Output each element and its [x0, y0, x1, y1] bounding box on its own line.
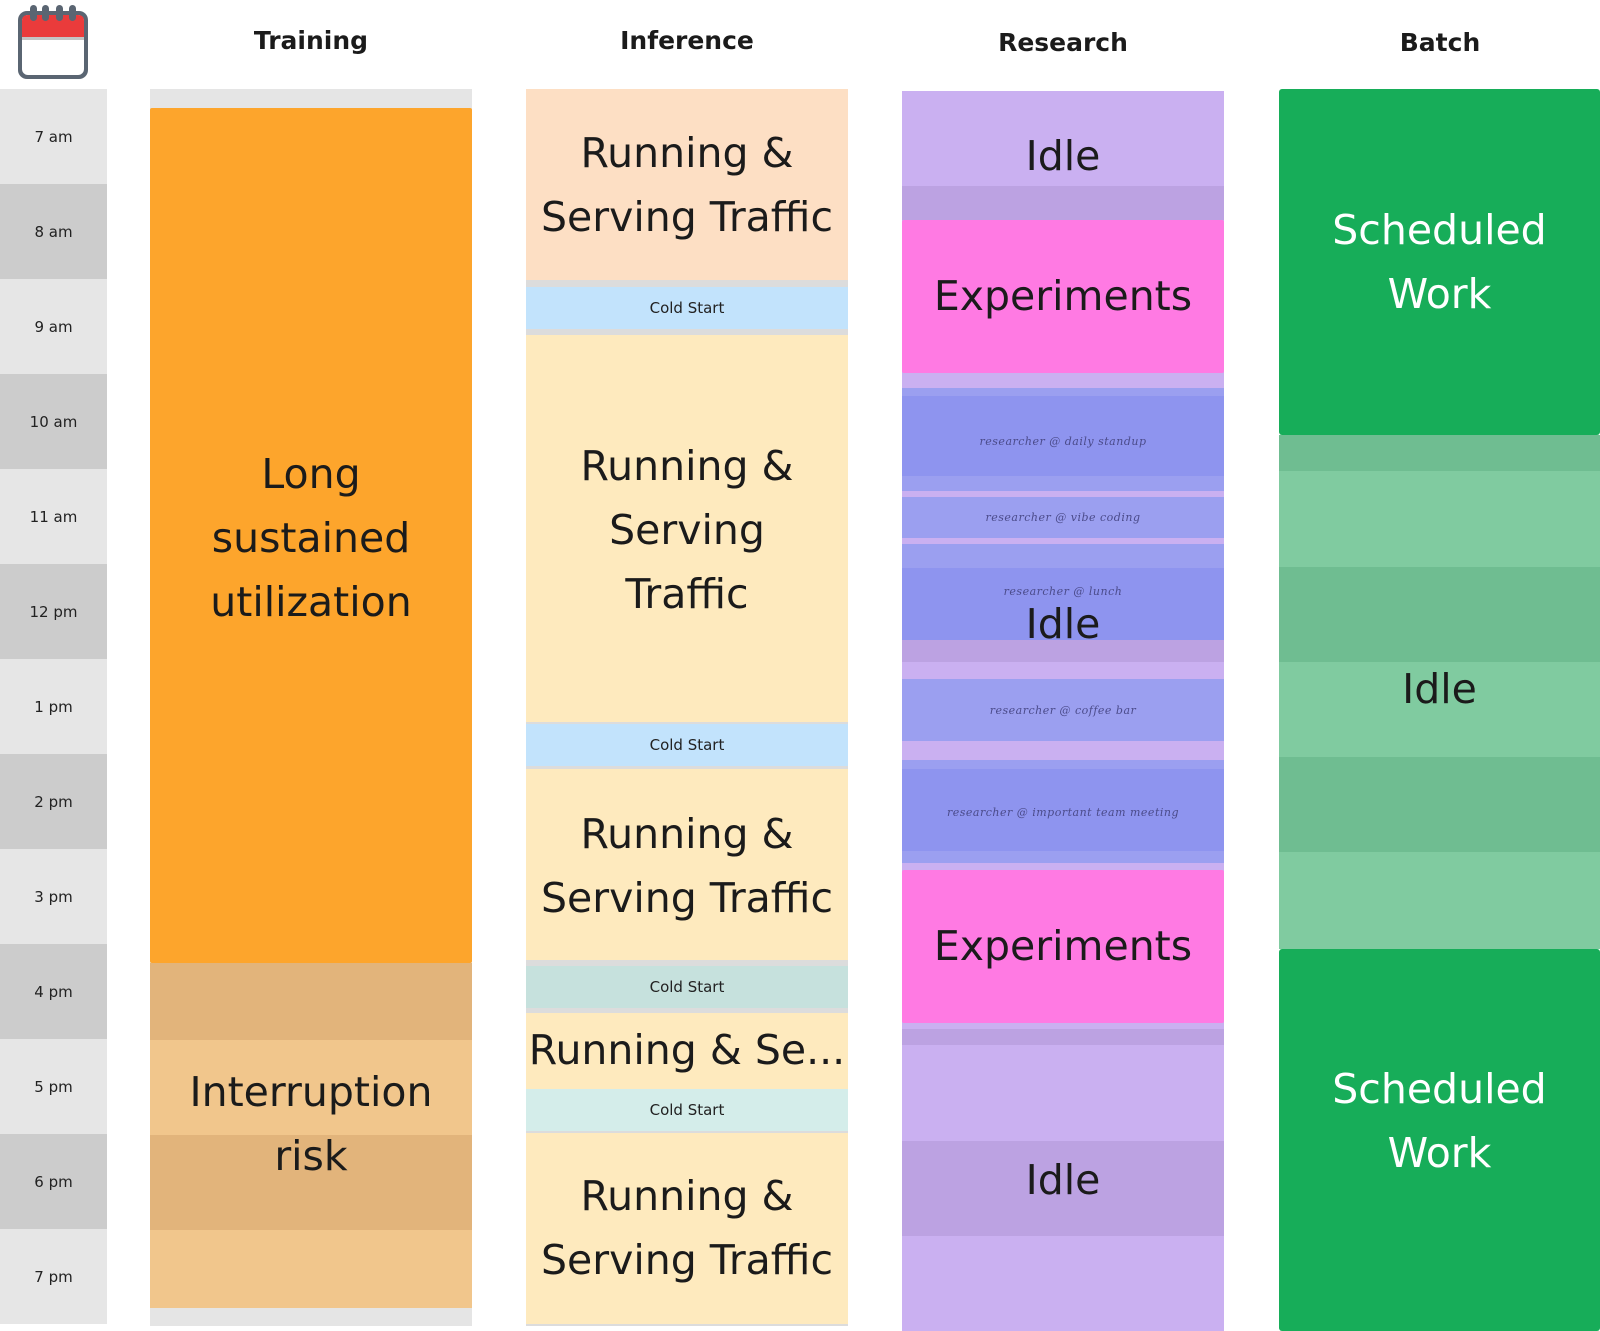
training-utilization-block: Long sustained utilization — [150, 108, 472, 963]
time-label: 7 pm — [0, 1229, 107, 1324]
batch-scheduled-block: Scheduled Work — [1279, 89, 1600, 435]
research-coffee-bar-block: researcher @ coffee bar — [902, 679, 1224, 741]
training-utilization-label: Long sustained utilization — [210, 450, 412, 626]
research-lunch-note: researcher @ lunch — [1003, 584, 1123, 598]
inference-running-label: Running & Serving Traffic — [541, 129, 833, 241]
column-header-batch: Batch — [1399, 28, 1481, 57]
batch-idle-band — [1279, 757, 1600, 852]
time-label: 10 am — [0, 374, 107, 469]
research-idle-band — [902, 1141, 1224, 1236]
time-label: 1 pm — [0, 659, 107, 754]
research-lunch-block — [902, 544, 1224, 640]
research-idle-band — [902, 1029, 1224, 1045]
inference-running-label: Running & Serving Traffic — [580, 442, 794, 618]
inference-cold-start: Cold Start — [526, 966, 848, 1008]
batch-scheduled-block: Scheduled Work — [1279, 949, 1600, 1331]
time-label: 9 am — [0, 279, 107, 374]
time-label: 5 pm — [0, 1039, 107, 1134]
inference-running-block: Running & Se... — [526, 1013, 848, 1089]
inference-running-label: Running & Se... — [528, 1026, 846, 1074]
inference-cold-start: Cold Start — [526, 1089, 848, 1131]
training-interruption-label: Interruption risk — [189, 1068, 433, 1180]
time-label: 4 pm — [0, 944, 107, 1039]
batch-idle-block: Idle — [1279, 435, 1600, 949]
research-lunch-inner — [902, 568, 1224, 640]
training-interruption-band — [150, 963, 472, 1040]
inference-running-block: Running & Serving Traffic — [526, 89, 848, 280]
time-label: 12 pm — [0, 564, 107, 659]
research-meeting-note: researcher @ important team meeting — [946, 805, 1180, 819]
research-standup-block — [902, 388, 1224, 491]
time-label: 2 pm — [0, 754, 107, 849]
research-idle-label: Idle — [1025, 1156, 1101, 1204]
inference-running-label: Running & Serving Traffic — [541, 1172, 833, 1284]
batch-idle-band — [1279, 567, 1600, 662]
column-header-inference: Inference — [620, 26, 754, 55]
research-idle-band — [902, 186, 1224, 220]
batch-scheduled-label: Scheduled Work — [1332, 206, 1547, 318]
time-label: 7 am — [0, 89, 107, 184]
inference-running-block: Running & Serving Traffic — [526, 769, 848, 960]
research-experiments-block: Experiments — [902, 870, 1224, 1023]
inference-running-block: Running & Serving Traffic — [526, 1133, 848, 1324]
time-label: 6 pm — [0, 1134, 107, 1229]
time-label: 3 pm — [0, 849, 107, 944]
inference-cold-start: Cold Start — [526, 287, 848, 329]
research-meeting-inner — [902, 769, 1224, 851]
research-standup-inner — [902, 396, 1224, 476]
training-interruption-block: Interruption risk — [150, 963, 472, 1308]
inference-running-block: Running & Serving Traffic — [526, 335, 848, 722]
inference-cold-start: Cold Start — [526, 724, 848, 766]
time-label: 11 am — [0, 469, 107, 564]
research-standup-note: researcher @ daily standup — [979, 434, 1147, 448]
research-idle-label: Idle — [1025, 600, 1101, 648]
research-meeting-block — [902, 760, 1224, 863]
research-idle-label: Idle — [1025, 132, 1101, 180]
research-vibe-coding-block: researcher @ vibe coding — [902, 497, 1224, 538]
research-experiments-label: Experiments — [933, 272, 1193, 320]
time-label: 8 am — [0, 184, 107, 279]
batch-idle-band — [1279, 435, 1600, 471]
calendar-icon — [16, 3, 90, 81]
research-experiments-block: Experiments — [902, 220, 1224, 373]
research-experiments-label: Experiments — [933, 922, 1193, 970]
batch-idle-label: Idle — [1402, 665, 1477, 713]
training-interruption-band — [150, 1135, 472, 1230]
column-header-research: Research — [998, 28, 1128, 57]
column-header-training: Training — [253, 26, 369, 55]
batch-scheduled-label: Scheduled Work — [1332, 1065, 1547, 1177]
inference-running-label: Running & Serving Traffic — [541, 810, 833, 922]
research-idle-band — [902, 640, 1224, 662]
